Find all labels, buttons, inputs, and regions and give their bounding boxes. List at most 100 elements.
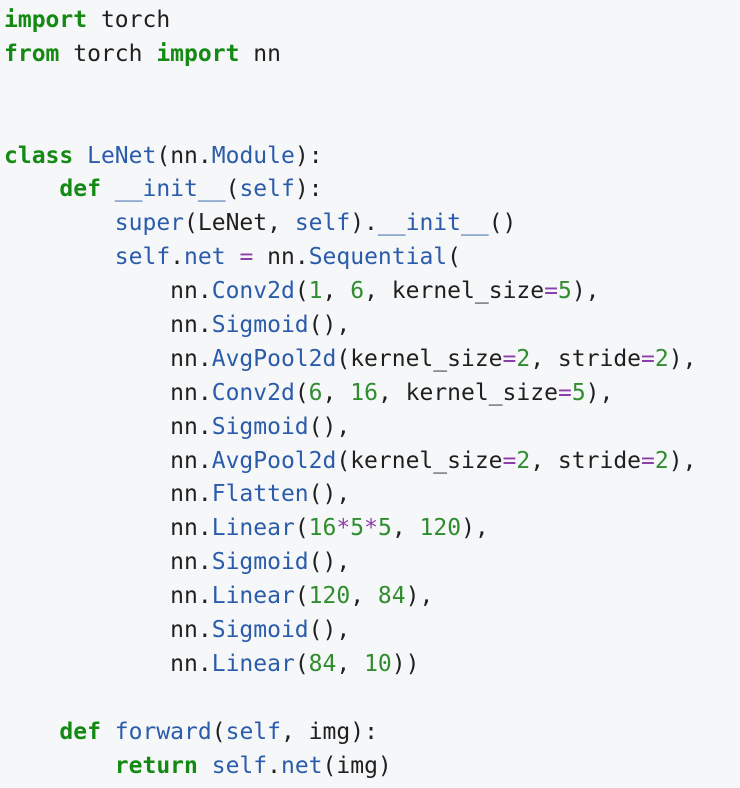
code-line: class LeNet(nn.Module):: [4, 140, 740, 174]
code-token: 120: [308, 583, 351, 610]
code-token: nn.: [4, 549, 212, 576]
code-token: nn.: [4, 583, 212, 610]
code-token: (: [294, 515, 309, 542]
code-token: ),: [405, 583, 434, 610]
code-token: ),: [585, 379, 614, 406]
code-line: ​: [4, 682, 740, 716]
code-line: self.net = nn.Sequential(: [4, 241, 740, 275]
code-token: Linear: [211, 650, 295, 677]
code-token: =: [502, 345, 517, 372]
code-line: return self.net(img): [4, 750, 740, 784]
code-token: (: [447, 244, 462, 271]
code-token: Module: [211, 142, 295, 169]
code-token: ):: [294, 142, 323, 169]
code-token: (),: [308, 617, 351, 644]
code-line: from torch import nn: [4, 38, 740, 72]
code-token: __init__: [377, 210, 489, 237]
code-token: self: [225, 718, 281, 745]
code-token: 2: [516, 447, 531, 474]
code-token: 6: [308, 379, 323, 406]
code-token: (kernel_size: [336, 345, 503, 372]
code-token: 5: [377, 515, 392, 542]
code-token: 84: [377, 583, 406, 610]
code-token: ,: [322, 278, 351, 305]
code-token: Sigmoid: [211, 413, 309, 440]
code-token: (),: [308, 413, 351, 440]
code-token: __init__: [114, 176, 226, 203]
code-token: self: [239, 176, 295, 203]
code-token: [4, 244, 115, 270]
code-token: import: [156, 40, 240, 67]
code-token: (),: [308, 312, 351, 339]
code-token: [4, 210, 115, 236]
code-token: 1: [308, 278, 323, 305]
code-token: )): [391, 650, 420, 677]
code-token: , img):: [280, 718, 378, 745]
code-line: import torch: [4, 4, 740, 38]
code-token: [198, 753, 212, 779]
code-token: 10: [364, 650, 392, 677]
code-token: [4, 753, 115, 779]
code-token: (img): [322, 752, 392, 779]
code-token: nn.: [4, 312, 212, 339]
code-token: LeNet: [87, 142, 157, 169]
code-token: =: [641, 345, 655, 372]
code-line: ​: [4, 106, 740, 140]
code-token: ,: [350, 583, 378, 610]
code-token: [226, 244, 240, 270]
code-token: ),: [668, 345, 697, 372]
code-token: [101, 176, 115, 202]
code-token: (),: [308, 481, 351, 508]
code-token: , kernel_size: [377, 379, 558, 406]
code-token: nn.: [4, 379, 212, 406]
code-line: nn.AvgPool2d(kernel_size=2, stride=2),: [4, 343, 740, 377]
code-token: ),: [461, 515, 489, 542]
code-line: nn.Conv2d(1, 6, kernel_size=5),: [4, 275, 740, 309]
code-token: import: [4, 7, 88, 33]
code-token: nn.: [4, 481, 212, 508]
code-token: ),: [668, 447, 697, 474]
code-token: nn.: [4, 413, 212, 440]
code-token: (kernel_size: [336, 447, 503, 474]
code-token: , kernel_size: [364, 278, 545, 305]
code-token: (: [294, 583, 309, 610]
code-token: =: [239, 244, 254, 271]
code-line: nn.Sigmoid(),: [4, 411, 740, 445]
code-token: (LeNet,: [184, 210, 295, 237]
code-line: nn.Conv2d(6, 16, kernel_size=5),: [4, 377, 740, 411]
code-token: , stride: [530, 447, 642, 474]
code-token: 2: [516, 345, 531, 372]
code-token: ,: [391, 515, 420, 542]
code-token: Conv2d: [211, 278, 295, 305]
code-token: (: [294, 650, 309, 677]
code-line: nn.Sigmoid(),: [4, 546, 740, 580]
code-token: .: [267, 752, 281, 779]
code-token: nn.: [4, 515, 212, 542]
code-token: *: [364, 515, 378, 542]
code-line: def forward(self, img):: [4, 716, 740, 750]
code-token: nn.: [4, 650, 212, 677]
code-token: return: [114, 752, 198, 779]
code-token: (: [294, 278, 309, 305]
code-token: Sigmoid: [211, 312, 309, 339]
code-token: nn.: [4, 278, 212, 305]
code-token: [4, 719, 59, 745]
code-token: Flatten: [211, 481, 309, 508]
code-token: (: [225, 176, 240, 203]
code-line: nn.Flatten(),: [4, 478, 740, 512]
code-token: super: [114, 210, 185, 237]
code-line: nn.Sigmoid(),: [4, 309, 740, 343]
code-token: nn.: [253, 244, 309, 271]
code-line: nn.Sigmoid(),: [4, 614, 740, 648]
code-token: [4, 176, 59, 202]
code-token: 5: [557, 278, 572, 305]
code-token: nn: [239, 40, 281, 67]
code-token: 16: [350, 379, 378, 406]
code-token: Sigmoid: [211, 549, 309, 576]
code-token: (): [488, 210, 517, 237]
code-token: [101, 719, 115, 745]
code-token: nn.: [4, 345, 212, 372]
code-token: *: [336, 515, 351, 542]
code-token: (),: [308, 549, 351, 576]
